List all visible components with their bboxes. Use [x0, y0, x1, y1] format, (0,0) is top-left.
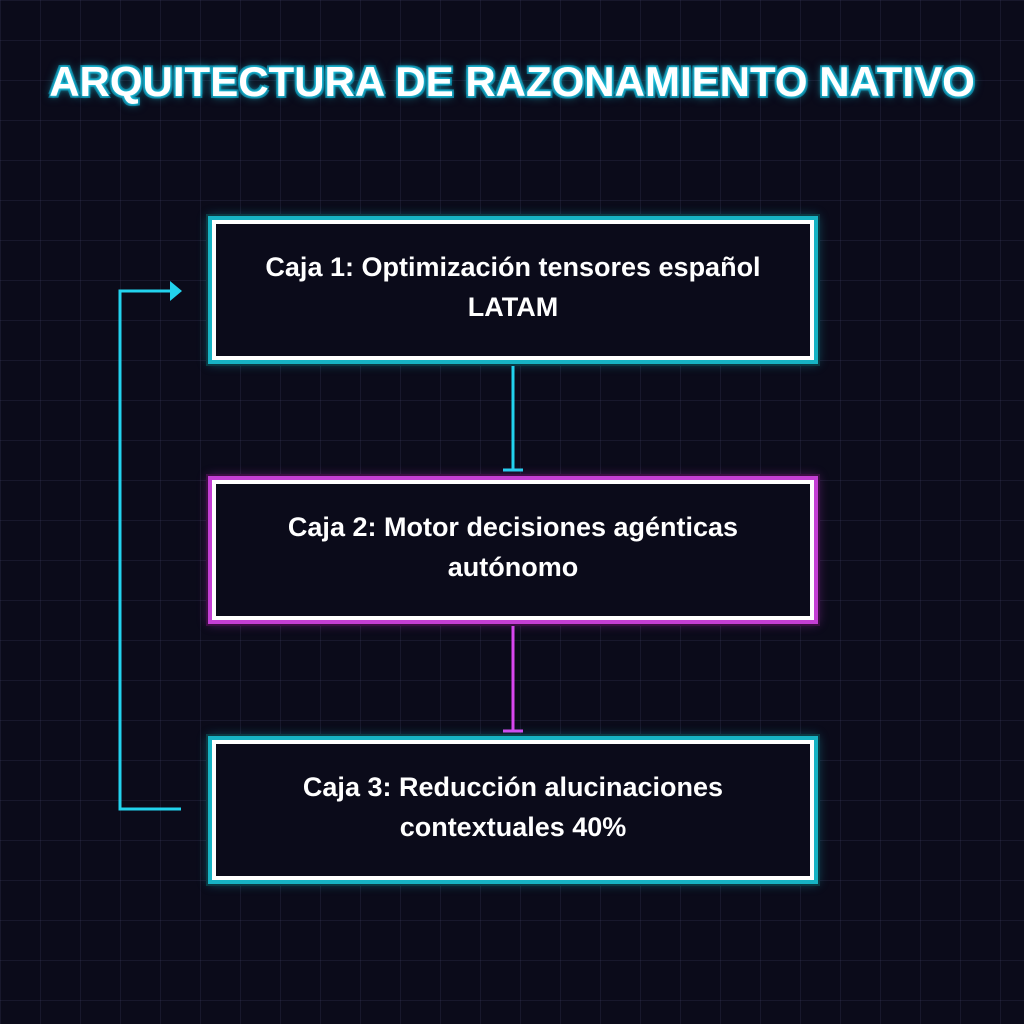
diagram-title: ARQUITECTURA DE RAZONAMIENTO NATIVO [49, 58, 975, 105]
box-1-label: Caja 1: Optimización tensores español LA… [265, 252, 761, 322]
box-2: Caja 2: Motor decisiones agénticas autón… [212, 480, 814, 620]
box-1: Caja 1: Optimización tensores español LA… [212, 220, 814, 360]
box-3-label: Caja 3: Reducción alucinaciones contextu… [302, 772, 724, 842]
feedback-loop-connector [118, 289, 181, 811]
feedback-loop-arrowhead [170, 281, 182, 301]
box-2-label: Caja 2: Motor decisiones agénticas autón… [287, 512, 739, 582]
box-3: Caja 3: Reducción alucinaciones contextu… [212, 740, 814, 880]
